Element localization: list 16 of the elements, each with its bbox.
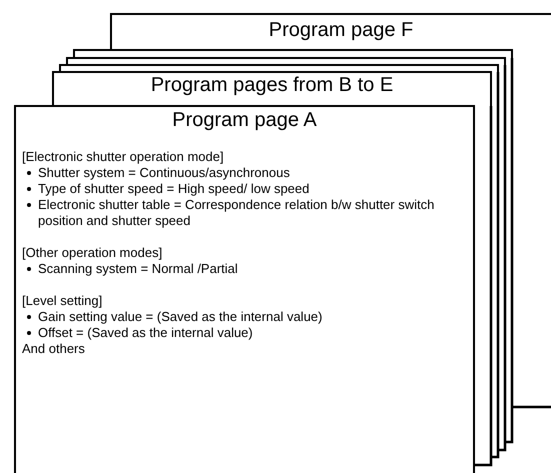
page-title: Program page A: [172, 109, 317, 132]
page-card: [110, 13, 551, 50]
bullet-item: Scanning system = Normal /Partial: [38, 261, 238, 277]
section-heading: [Level setting]: [22, 293, 102, 309]
bullet-item: Type of shutter speed = High speed/ low speed: [38, 181, 310, 197]
section-heading: [Other operation modes]: [22, 245, 162, 261]
page-title: Program pages from B to E: [150, 74, 394, 97]
bullet-item: Shutter system = Continuous/asynchronous: [38, 165, 290, 181]
bullet-item: Gain setting value = (Saved as the internal value): [38, 309, 322, 325]
bullet-item: Electronic shutter table = Correspondence relation b/w shutter switch position and shutter speed: [38, 197, 436, 229]
section-heading: [Electronic shutter operation mode]: [22, 149, 224, 165]
note-text: And others: [22, 341, 85, 357]
page-title: Program page F: [268, 19, 414, 42]
bullet-item: Offset = (Saved as the internal value): [38, 325, 253, 341]
page-card: [14, 105, 475, 473]
page-card: [52, 71, 492, 106]
